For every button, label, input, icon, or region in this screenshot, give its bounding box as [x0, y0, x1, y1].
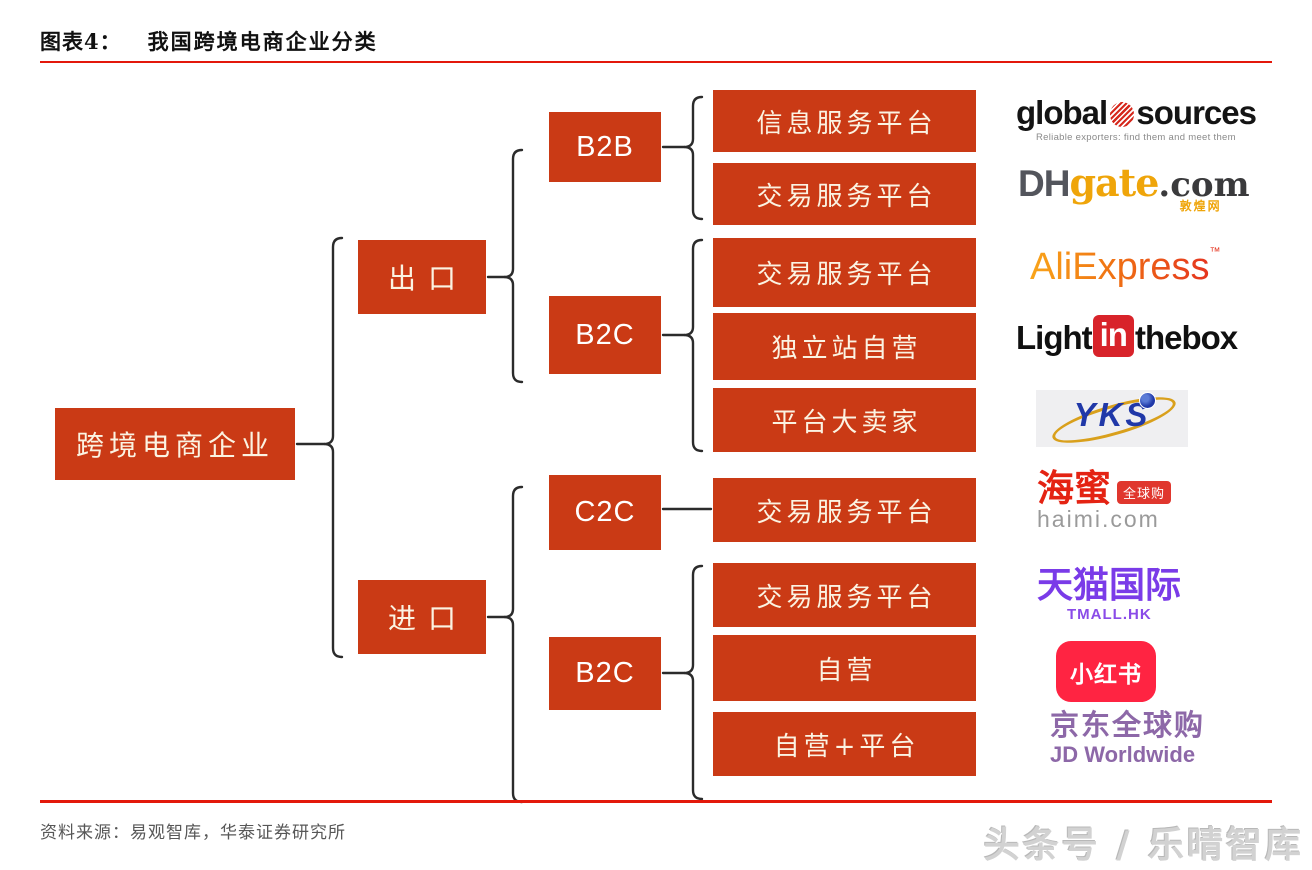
haimi-chinese-name: 海蜜	[1037, 466, 1111, 510]
aliexpress-wordmark: AliExpress	[1030, 246, 1210, 288]
leaf-independent-site: 独立站自营	[713, 313, 976, 380]
xiaohongshu-label: 小红书	[1070, 660, 1142, 688]
connector-b2b-brace	[683, 95, 704, 221]
leaf-self-operated: 自营	[713, 635, 976, 701]
litb-thebox: thebox	[1134, 319, 1238, 356]
connector-root-brace	[323, 236, 344, 659]
node-b2b: B2B	[549, 112, 661, 182]
connector-b2c-export-brace	[683, 238, 704, 453]
header-divider-line	[40, 61, 1272, 63]
haimi-domain: haimi.com	[1037, 506, 1160, 532]
litb-light: Light	[1016, 319, 1093, 356]
global-sources-word2: sources	[1136, 94, 1257, 131]
leaf-self-operated-plus-platform: 自营+平台	[713, 712, 976, 776]
connector-import-brace	[503, 485, 524, 804]
node-c2c: C2C	[549, 475, 661, 550]
node-root-cross-border-ecommerce: 跨境电商企业	[55, 408, 295, 480]
dhgate-logo: DHgate.com 敦煌网	[1018, 163, 1250, 213]
footer-divider-line	[40, 800, 1272, 803]
yks-logo: YKS	[1036, 390, 1188, 447]
tmall-chinese-name: 天猫国际	[1037, 564, 1182, 606]
aliexpress-logo: AliExpress™	[1030, 246, 1221, 289]
dhgate-dh: DH	[1018, 163, 1070, 204]
haimi-wordmark-row: 海蜜 全球购	[1037, 466, 1172, 510]
haimi-logo: 海蜜 全球购 haimi.com	[1037, 466, 1172, 532]
node-b2c-export: B2C	[549, 296, 661, 374]
leaf-trade-service-platform-2: 交易服务平台	[713, 238, 976, 307]
dhgate-com: .com	[1158, 165, 1250, 205]
global-sources-logo: global sources Reliable exporters: find …	[1016, 94, 1257, 143]
jd-chinese-name: 京东全球购	[1050, 708, 1206, 742]
figure-number: 图表4：	[40, 29, 122, 54]
dhgate-chinese-name: 敦煌网	[1179, 199, 1222, 213]
litb-in-badge: in	[1092, 315, 1134, 357]
jd-worldwide-subtitle: JD Worldwide	[1050, 741, 1196, 767]
tmall-hk-subtitle: TMALL.HK	[1067, 605, 1152, 623]
global-sources-tagline: Reliable exporters: find them and meet t…	[1036, 132, 1236, 143]
node-export: 出口	[358, 240, 486, 314]
aliexpress-trademark-symbol: ™	[1209, 246, 1221, 258]
haimi-global-shopping-badge: 全球购	[1117, 481, 1172, 504]
global-sources-word1: global	[1016, 94, 1108, 131]
global-sources-wordmark: global sources	[1016, 94, 1257, 131]
figure-header: 图表4： 我国跨境电商企业分类	[40, 26, 378, 56]
leaf-trade-service-platform-3: 交易服务平台	[713, 478, 976, 542]
leaf-trade-service-platform-1: 交易服务平台	[713, 163, 976, 225]
node-b2c-import: B2C	[549, 637, 661, 710]
dhgate-wordmark: DHgate.com	[1018, 163, 1250, 205]
leaf-trade-service-platform-4: 交易服务平台	[713, 563, 976, 627]
yks-wordmark: YKS	[1073, 396, 1151, 433]
xiaohongshu-logo: 小红书	[1056, 641, 1156, 702]
connector-export-brace	[503, 148, 524, 384]
leaf-info-service-platform: 信息服务平台	[713, 90, 976, 152]
jd-worldwide-logo: 京东全球购 JD Worldwide	[1050, 708, 1206, 768]
source-note: 资料来源：易观智库，华泰证券研究所	[40, 823, 346, 843]
connector-b2c-import-brace	[683, 564, 704, 801]
tmall-global-logo: 天猫国际 TMALL.HK	[1037, 564, 1182, 623]
global-sources-globe-icon	[1110, 102, 1135, 127]
leaf-platform-big-seller: 平台大卖家	[713, 388, 976, 452]
watermark-toutiao-leqing: 头条号 / 乐晴智库	[983, 824, 1304, 866]
yks-globe-icon	[1139, 392, 1156, 409]
dhgate-gate: gate	[1069, 160, 1159, 205]
node-import: 进口	[358, 580, 486, 654]
figure-title: 我国跨境电商企业分类	[147, 29, 378, 54]
